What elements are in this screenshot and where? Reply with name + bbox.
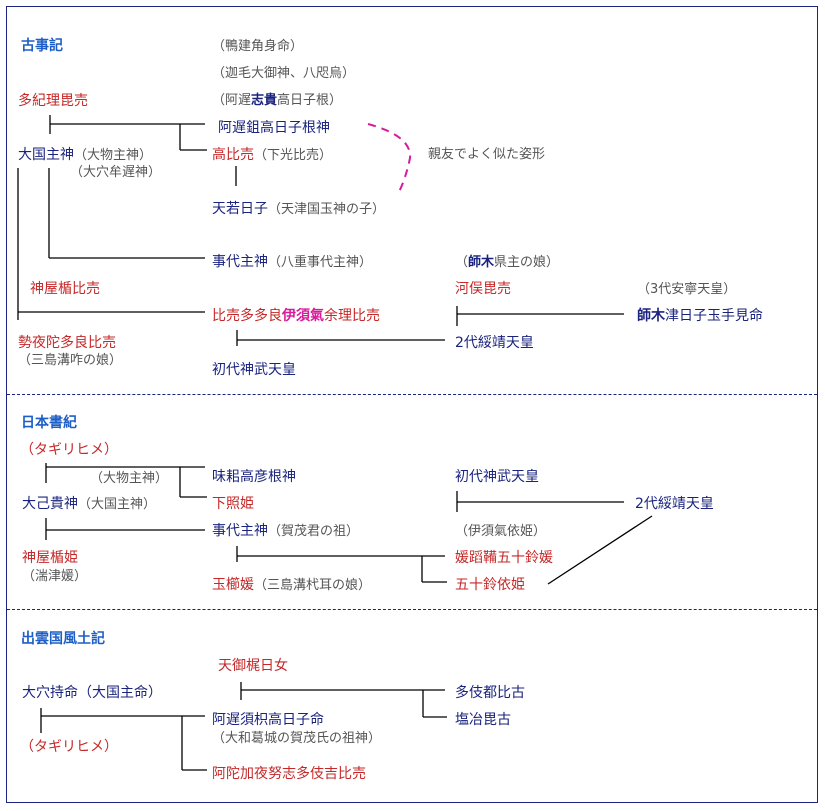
note-isukeyori: （伊須氣依姫） (455, 524, 547, 539)
person-onamuchi: 大己貴神（大国主神） (22, 496, 157, 512)
person-himetatara: 比売多多良伊須氣余理比売 (212, 308, 380, 324)
alt-name: （三島溝杙耳の娘） (254, 578, 372, 593)
alt-name-kamo-clan: （大和葛城の賀茂氏の祖神） (212, 731, 382, 746)
section-divider (7, 394, 817, 395)
person-kotoshiro: 事代主神（八重事代主神） (212, 254, 373, 270)
line (547, 515, 653, 585)
diagram-frame (6, 6, 818, 803)
person-okuninushi: 大国主神（大物主神） (18, 147, 153, 163)
note-shiki-agata: （師木県主の娘） (455, 255, 560, 270)
friend-dashed-curve (367, 123, 412, 195)
note-kamotaketsunumi: （鴨建角身命） (212, 39, 304, 54)
alt-name-nuname: （湍津媛） (22, 569, 88, 584)
person-amenomikaji: 天御梶日女 (218, 658, 288, 674)
person-amewakahiko: 天若日子（天津国玉神の子） (212, 201, 386, 217)
person-takahime: 高比売（下光比売） (212, 147, 333, 163)
person-ajisuki: 味耜高彦根神 (212, 469, 296, 485)
alt-name-mishima: （三島溝咋の娘） (18, 353, 123, 368)
note-kamo-gods: （迦毛大御神、八咫烏） (212, 66, 356, 81)
section-title-kojiki: 古事記 (21, 38, 63, 54)
person-shioyahiko: 塩冶毘古 (455, 712, 511, 728)
alt-name: （大国主神） (78, 497, 157, 512)
person-shitateru: 下照姫 (212, 496, 254, 512)
note-friend: 親友でよく似た姿形 (428, 147, 546, 162)
section-title-nihonshoki: 日本書紀 (21, 415, 77, 431)
person-suizei: 2代綏靖天皇 (455, 335, 534, 351)
person-seyadatara: 勢夜陀多良比売 (18, 335, 116, 351)
person-kotoshiro: 事代主神（賀茂君の祖） (212, 523, 360, 539)
alt-name: （大物主神） (74, 148, 153, 163)
section-title-izumo: 出雲国風土記 (21, 631, 105, 647)
section-divider (7, 609, 817, 610)
person-kamuyatate: 神屋楯比売 (30, 281, 100, 297)
alt-name: （天津国玉神の子） (268, 202, 386, 217)
person-tsuhiko: 師木津日子玉手見命 (637, 308, 763, 324)
person-suizei: 2代綏靖天皇 (635, 496, 714, 512)
alt-name: （八重事代主神） (268, 255, 373, 270)
person-takiri: （タギリヒメ） (20, 739, 118, 755)
person-tagitsuhiko: 多伎都比古 (455, 685, 525, 701)
note-ashiki: （阿遅志貴高日子根） (212, 93, 343, 108)
person-isuzuyori: 五十鈴依姫 (455, 577, 525, 593)
person-onamochi: 大穴持命（大国主命） (22, 685, 162, 701)
note-ando: （3代安寧天皇） (637, 282, 737, 297)
alt-name: （賀茂君の祖） (268, 524, 360, 539)
person-ajisuki: 阿遅須枳高日子命 (212, 712, 324, 728)
person-kamuyatate: 神屋楯姫 (22, 550, 78, 566)
person-kawamata: 河俣毘売 (455, 281, 511, 297)
person-jimmu: 初代神武天皇 (455, 469, 539, 485)
person-adakaya: 阿陀加夜努志多伎吉比売 (212, 766, 366, 782)
person-tamakushi: 玉櫛媛（三島溝杙耳の娘） (212, 577, 372, 593)
person-takiri: （タギリヒメ） (20, 442, 118, 458)
person-jimmu: 初代神武天皇 (212, 362, 296, 378)
alt-name-onamuji: （大穴牟遅神） (70, 165, 162, 180)
note-omononushi: （大物主神） (90, 471, 169, 486)
person-takiribime: 多紀理毘売 (18, 93, 88, 109)
person-ajisuki: 阿遅鉏高日子根神 (218, 120, 330, 136)
alt-name: （下光比売） (254, 148, 333, 163)
person-himetatara: 媛蹈鞴五十鈴媛 (455, 550, 553, 566)
